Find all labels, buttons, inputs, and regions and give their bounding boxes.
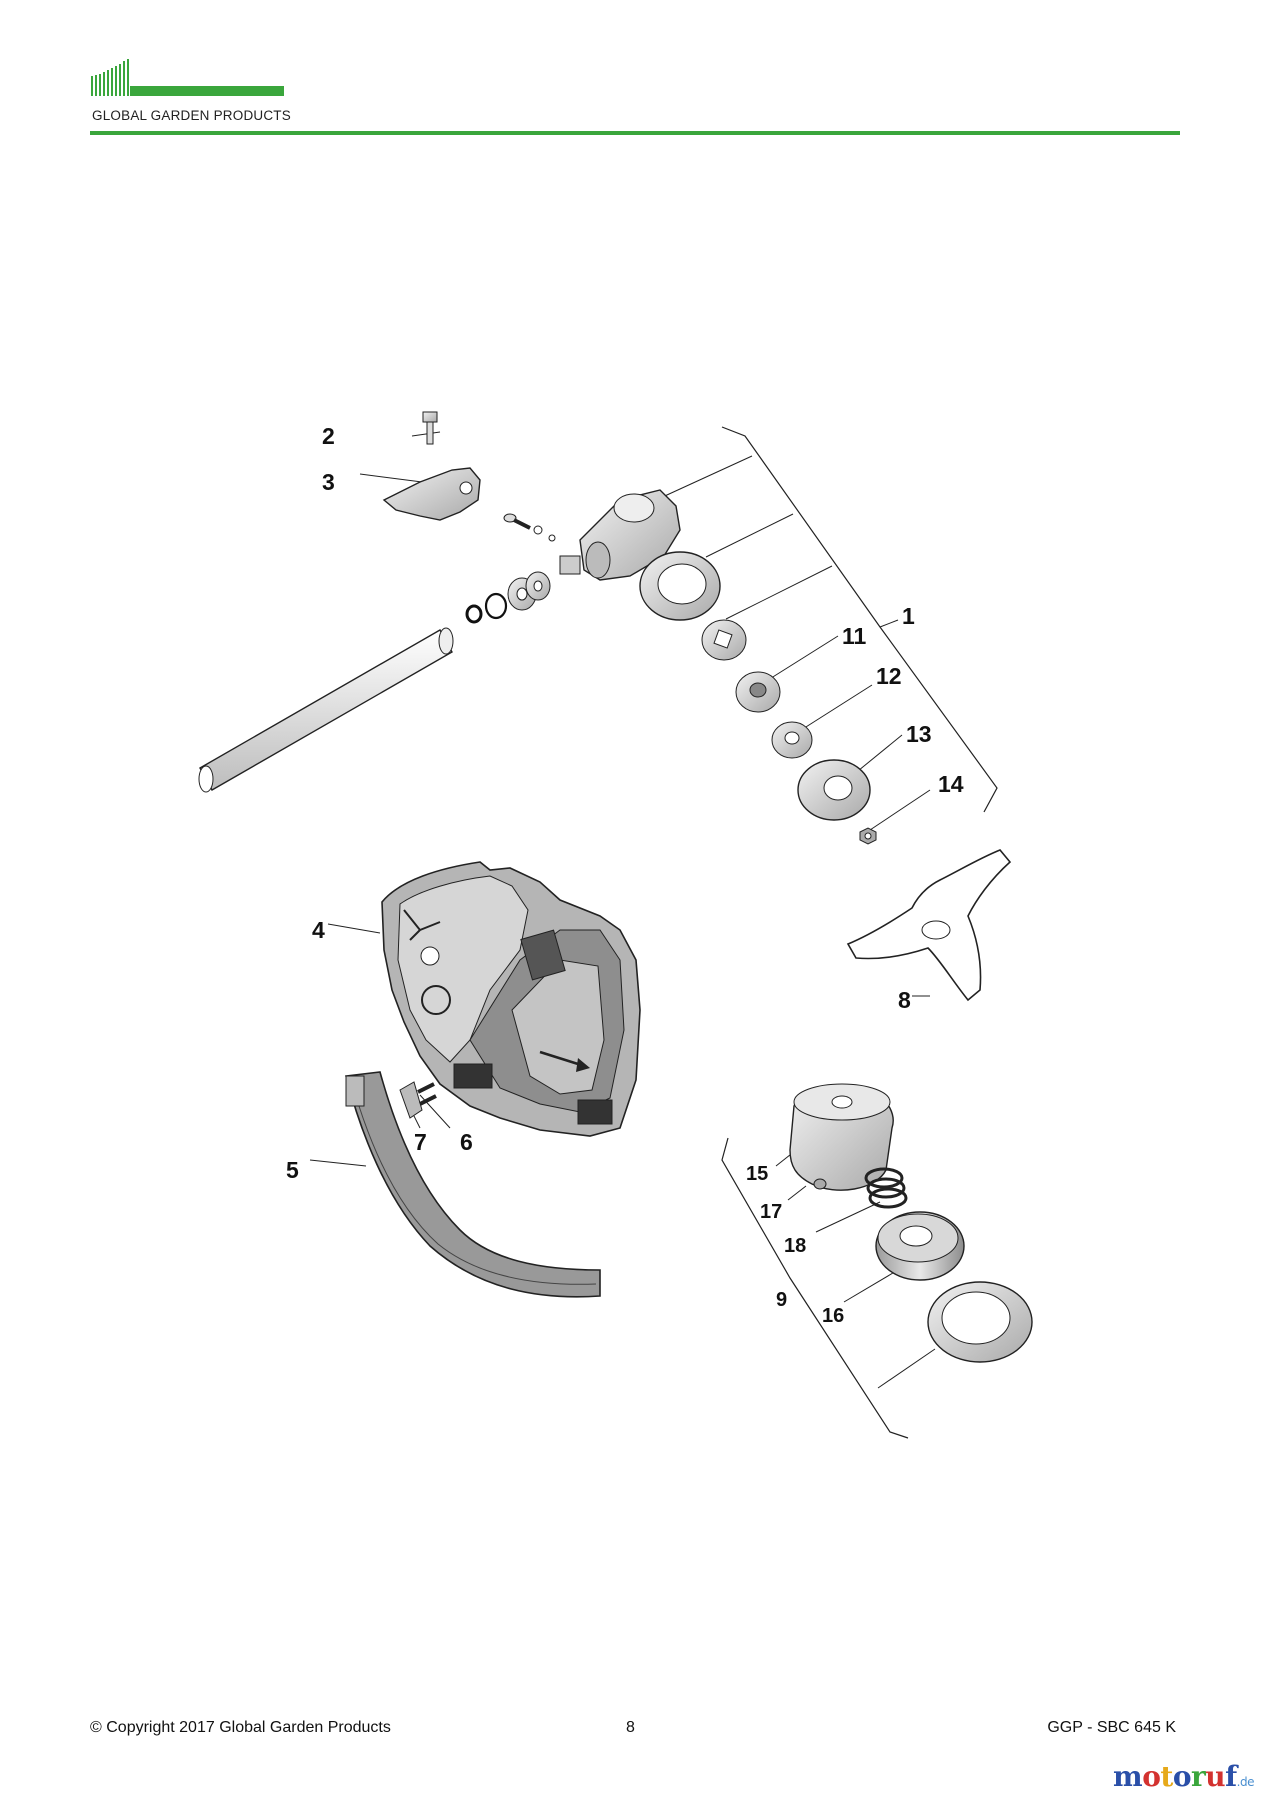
watermark-letter: r: [1191, 1760, 1206, 1793]
logo-icon: [91, 59, 284, 96]
group-9-bracket: [721, 1137, 909, 1439]
part-16-spool: [875, 1211, 965, 1281]
motoruf-watermark: motoruf.de: [1113, 1760, 1254, 1793]
bearing-sleeve: [701, 619, 747, 661]
callout-14: 14: [938, 771, 964, 797]
footer-copyright: © Copyright 2017 Global Garden Products: [90, 1719, 391, 1736]
watermark-letter: o: [1142, 1760, 1161, 1793]
part-17-eyelet: [813, 1178, 827, 1190]
spool-base: [927, 1281, 1033, 1363]
part-14-nut: [859, 827, 877, 845]
part-15-spool-cover: [789, 1083, 894, 1191]
part-4-guard: [381, 861, 641, 1137]
flange-ring: [639, 551, 721, 621]
callout-11: 11: [842, 623, 867, 649]
watermark-letter: o: [1172, 1760, 1192, 1793]
footer-page-number: 8: [626, 1719, 635, 1736]
footer-model: GGP - SBC 645 K: [1047, 1719, 1176, 1736]
part-11-washer: [735, 671, 781, 713]
part-18-spring: [864, 1167, 908, 1209]
shaft-washers: [465, 571, 551, 624]
callout-2: 2: [322, 423, 335, 449]
callout-6: 6: [460, 1129, 473, 1155]
callout-3: 3: [322, 469, 335, 495]
header-rule: [90, 131, 1180, 135]
part-8-blade: [846, 849, 1012, 1002]
gear-head-housing: [559, 489, 681, 581]
callout-17: 17: [760, 1201, 782, 1223]
callout-9: 9: [776, 1289, 787, 1311]
watermark-letter: f: [1225, 1760, 1237, 1793]
watermark-letter: m: [1113, 1760, 1143, 1793]
callout-16: 16: [822, 1305, 844, 1327]
part-13-cup: [797, 759, 871, 821]
brand-name: GLOBAL GARDEN PRODUCTS: [92, 108, 291, 123]
callout-18: 18: [784, 1235, 806, 1257]
watermark-suffix: .de: [1236, 1775, 1255, 1789]
callout-12: 12: [876, 663, 902, 689]
part-6-screws: [417, 1082, 437, 1106]
small-screw: [503, 513, 556, 542]
callout-13: 13: [906, 721, 932, 747]
part-2-bolt: [422, 411, 438, 445]
group-1-bracket: [721, 426, 998, 813]
part-5-guard-extension: [344, 1071, 601, 1298]
callout-8: 8: [898, 987, 911, 1013]
watermark-letter: u: [1205, 1760, 1226, 1793]
part-12-washer: [771, 721, 813, 759]
callout-1: 1: [902, 603, 915, 629]
callout-15: 15: [746, 1163, 768, 1185]
callout-7: 7: [414, 1129, 427, 1155]
callout-5: 5: [286, 1157, 299, 1183]
part-7-plate: [399, 1081, 423, 1119]
part-3-bracket: [382, 467, 481, 521]
watermark-letter: t: [1160, 1760, 1173, 1793]
callout-4: 4: [312, 917, 325, 943]
drive-shaft-tube: [198, 627, 454, 793]
